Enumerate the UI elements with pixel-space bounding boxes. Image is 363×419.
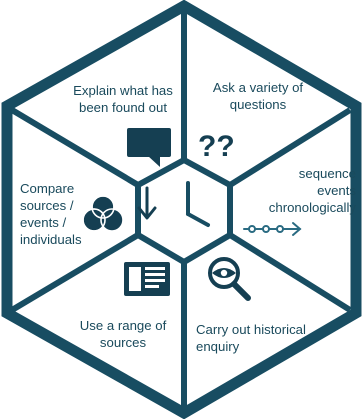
label-sequence: sequence events chronologically	[248, 165, 356, 216]
label-line: Compare	[20, 181, 75, 196]
label-line: Use a range of	[79, 318, 167, 333]
label-line: been found out	[79, 100, 167, 115]
label-questions: Ask a variety of questions	[196, 79, 320, 113]
label-sources: Use a range of sources	[62, 317, 184, 351]
svg-text:??: ??	[198, 130, 235, 163]
label-line: Carry out historical	[196, 322, 306, 337]
label-line: individuals	[20, 232, 82, 247]
documents-icon	[124, 262, 170, 296]
label-line: chronologically	[268, 200, 356, 215]
label-enquiry: Carry out historical enquiry	[196, 321, 328, 355]
divider-spokes	[10, 10, 352, 409]
label-line: Ask a variety of	[212, 80, 304, 95]
label-line: sources /	[20, 198, 74, 213]
label-line: enquiry	[196, 339, 240, 354]
inner-hexagon	[135, 156, 233, 266]
label-line: events	[317, 183, 356, 198]
label-line: events /	[20, 215, 67, 230]
question-marks-icon: ??	[198, 130, 235, 163]
label-line: questions	[229, 97, 287, 112]
label-line: Explain what has	[73, 83, 173, 98]
label-line: sequence	[298, 166, 356, 181]
magnifier-eye-icon	[208, 257, 251, 301]
down-arrow-icon	[137, 186, 157, 220]
label-explain: Explain what has been found out	[62, 82, 184, 116]
label-compare: Compare sources / events / individuals	[20, 180, 98, 248]
speech-bubble-icon	[127, 128, 171, 167]
venn-circles-icon	[82, 195, 124, 232]
label-line: sources	[99, 335, 147, 350]
clock-icon	[186, 181, 210, 227]
timeline-arrow-icon	[243, 222, 302, 236]
